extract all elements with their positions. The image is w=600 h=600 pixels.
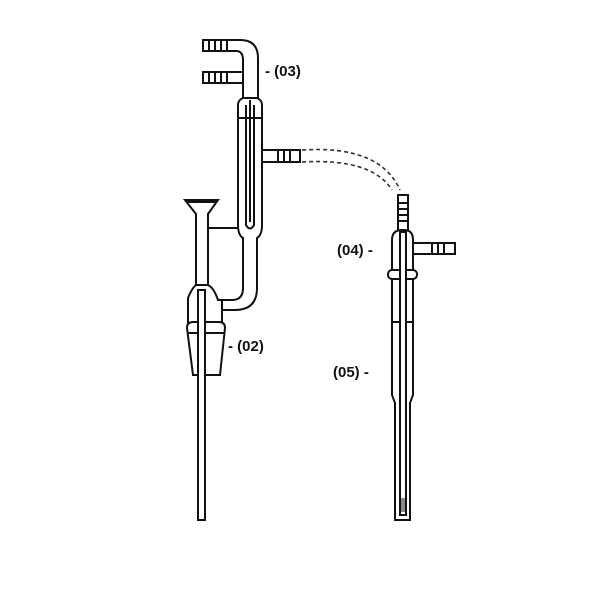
hose-barb-right — [412, 242, 456, 255]
right-apparatus — [387, 194, 456, 521]
label-part-03: - (03) — [265, 63, 301, 80]
dashed-tubing — [301, 148, 401, 191]
inner-tube — [399, 231, 407, 516]
stem-tube — [197, 289, 206, 521]
label-part-02: - (02) — [228, 338, 264, 355]
label-part-05: (05) - — [333, 364, 369, 381]
left-apparatus — [182, 39, 301, 521]
hose-barb-vertical — [397, 194, 409, 233]
hose-barb-side — [261, 149, 301, 163]
condenser-jacket — [221, 97, 263, 311]
sensor-tip — [401, 498, 405, 512]
hose-barb-top — [202, 39, 259, 101]
label-part-04: (04) - — [337, 242, 373, 259]
hose-barb-middle — [202, 71, 244, 84]
funnel — [182, 199, 220, 286]
